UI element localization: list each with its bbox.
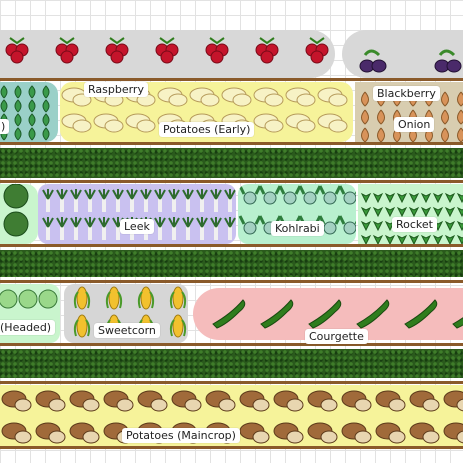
bed-partial-left-1[interactable] <box>0 82 58 142</box>
bed-leek[interactable] <box>38 184 236 244</box>
hedge-strip <box>0 250 463 277</box>
cabbage-icon <box>0 289 58 309</box>
bed-label-sweetcorn: Sweetcorn <box>94 323 160 338</box>
raspberry-icon <box>5 37 329 64</box>
bed-label-blackberry: Blackberry <box>373 86 440 101</box>
hedge-strip <box>0 349 463 378</box>
blackberry-icon <box>359 49 462 73</box>
bed-edge <box>0 142 463 145</box>
courgette-icon <box>212 299 463 329</box>
bed-label-potatoes-early: Potatoes (Early) <box>159 122 255 137</box>
leafy-crop-icon <box>0 85 50 141</box>
bed-edge <box>0 280 463 283</box>
bed-label-leek: Leek <box>120 219 154 234</box>
hedge-strip <box>0 148 463 178</box>
bed-label-courgette: Courgette <box>305 329 368 344</box>
leafy-crop-icon <box>3 184 29 237</box>
bed-rocket[interactable] <box>358 184 463 244</box>
bed-edge <box>0 180 463 183</box>
bed-edge <box>0 244 463 247</box>
bed-edge <box>0 381 463 384</box>
bed-partial-left-2[interactable] <box>0 184 38 244</box>
bed-blackberry[interactable] <box>342 30 463 78</box>
bed-label-raspberry: Raspberry <box>84 82 148 97</box>
bed-label-cabbage-headed: (Headed) <box>0 320 56 335</box>
bed-edge <box>0 446 463 449</box>
bed-edge <box>0 78 463 81</box>
leek-icon <box>42 189 236 240</box>
bed-edge <box>0 343 463 346</box>
bed-label-onion: Onion <box>394 117 435 132</box>
rocket-leaf-icon <box>360 192 463 244</box>
bed-raspberry[interactable] <box>0 30 335 78</box>
bed-label-partial-left-1: ) <box>0 119 10 134</box>
bed-label-rocket: Rocket <box>392 217 437 232</box>
bed-label-kohlrabi: Kohlrabi <box>271 221 324 236</box>
bed-label-potatoes-maincrop: Potatoes (Maincrop) <box>122 428 240 443</box>
